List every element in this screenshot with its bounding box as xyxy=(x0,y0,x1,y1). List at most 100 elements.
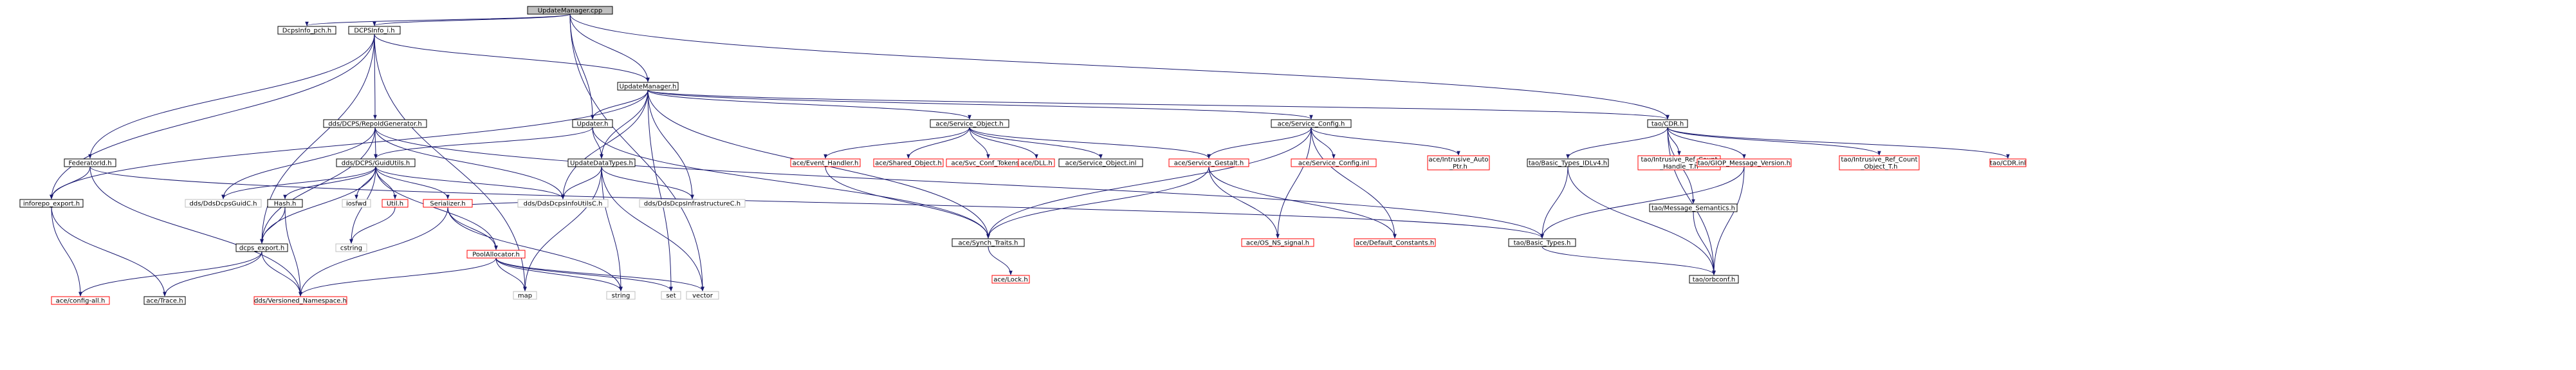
node-map[interactable]: map xyxy=(513,291,537,300)
edge-util-to-cstring xyxy=(349,207,396,244)
node-ddsinfoutils[interactable]: dds/DdsDcpsInfoUtilsC.h xyxy=(517,199,609,208)
node-box xyxy=(991,275,1030,284)
edge-basic_idl-to-basic_types xyxy=(1540,166,1569,239)
node-label: inforepo_export.h xyxy=(23,201,80,208)
node-box xyxy=(323,119,427,128)
edge-svc_obj-to-gestalt xyxy=(969,127,1211,159)
node-box xyxy=(277,26,336,35)
node-shobj[interactable]: ace/Shared_Object.h xyxy=(873,158,944,167)
node-box xyxy=(517,199,609,208)
node-svccfginl[interactable]: ace/Service_Config.inl xyxy=(1291,158,1377,167)
node-inforepo_export[interactable]: inforepo_export.h xyxy=(19,199,84,208)
node-intrauto[interactable]: ace/Intrusive_Auto_Ptr.h xyxy=(1427,155,1490,171)
node-box xyxy=(639,199,746,208)
node-osns[interactable]: ace/OS_NS_signal.h xyxy=(1241,238,1314,247)
node-box xyxy=(1697,158,1792,167)
node-cstring[interactable]: cstring xyxy=(335,243,367,252)
node-msgsem[interactable]: tao/Message_Semantics.h xyxy=(1649,203,1738,212)
node-label: ace/config-all.h xyxy=(56,298,106,305)
node-ddsguidc[interactable]: dds/DdsDcpsGuidC.h xyxy=(185,199,262,208)
edge-tao_cdr-to-intrrefo xyxy=(1667,127,1881,156)
node-label: vector xyxy=(692,293,713,300)
node-label: dds/DdsDcpsInfrastructureC.h xyxy=(644,201,741,208)
node-box xyxy=(267,199,303,208)
node-updatemanager_h[interactable]: UpdateManager.h xyxy=(617,82,679,91)
node-poolalloc[interactable]: PoolAllocator.h xyxy=(466,250,526,259)
node-cdrinl[interactable]: tao/CDR.inl xyxy=(1989,158,2027,167)
node-util[interactable]: Util.h xyxy=(382,199,409,208)
edge-updatemanager_h-to-set xyxy=(647,89,673,291)
node-label: Serializer.h xyxy=(430,201,465,208)
node-guidutils[interactable]: dds/DCPS/GuidUtils.h xyxy=(336,158,416,167)
node-svc_obj[interactable]: ace/Service_Object.h xyxy=(930,119,1009,128)
node-root[interactable]: UpdateManager.cpp xyxy=(527,6,613,15)
node-label: string xyxy=(612,293,630,300)
edge-root-to-tao_cdr xyxy=(569,14,1670,120)
node-label: ace/Service_Object.h xyxy=(935,121,1003,128)
node-box xyxy=(423,199,473,208)
node-box xyxy=(1649,203,1738,212)
edge-updatemanager_h-to-tao_cdr xyxy=(647,89,1670,120)
node-box xyxy=(572,119,613,128)
edge-evh-to-synch xyxy=(825,166,990,239)
edge-updater-to-guidutils xyxy=(374,127,593,159)
node-box xyxy=(617,82,679,91)
node-dcpsinfo_pch[interactable]: DcpsInfo_pch.h xyxy=(277,26,336,35)
node-box xyxy=(466,250,526,259)
node-dcps_export[interactable]: dcps_export.h xyxy=(235,243,288,252)
node-defconst[interactable]: ace/Default_Constants.h xyxy=(1354,238,1436,247)
node-gestalt[interactable]: ace/Service_Gestalt.h xyxy=(1168,158,1249,167)
node-box xyxy=(1427,155,1490,171)
node-basic_idl[interactable]: tao/Basic_Types_IDLv4.h xyxy=(1527,158,1609,167)
node-vector[interactable]: vector xyxy=(686,291,719,300)
node-evh[interactable]: ace/Event_Handler.h xyxy=(790,158,861,167)
node-dll[interactable]: ace/DLL.h xyxy=(1018,158,1055,167)
edge-dcpsinfo_i-to-map xyxy=(374,33,527,291)
node-federatorid[interactable]: FederatorId.h xyxy=(64,158,116,167)
node-box xyxy=(567,158,636,167)
node-updater[interactable]: Updater.h xyxy=(572,119,613,128)
node-svcconftok[interactable]: ace/Svc_Conf_Tokens.h xyxy=(946,158,1031,167)
node-lock[interactable]: ace/Lock.h xyxy=(991,275,1030,284)
node-label: ace/Svc_Conf_Tokens.h xyxy=(951,160,1025,167)
node-svcobjinl[interactable]: ace/Service_Object.inl xyxy=(1058,158,1143,167)
node-rgen[interactable]: dds/DCPS/RepoIdGenerator.h xyxy=(323,119,427,128)
node-label: DcpsInfo_pch.h xyxy=(282,28,331,35)
node-giop[interactable]: tao/GIOP_Message_Version.h xyxy=(1697,158,1792,167)
node-synch[interactable]: ace/Synch_Traits.h xyxy=(952,238,1025,247)
node-box xyxy=(1508,238,1576,247)
edge-updater-to-updatedatatypes xyxy=(592,127,603,159)
node-dcpsinfo_i[interactable]: DCPSInfo_i.h xyxy=(348,26,401,35)
node-serializer[interactable]: Serializer.h xyxy=(423,199,473,208)
node-ddsinfracore[interactable]: dds/DdsDcpsInfrastructureC.h xyxy=(639,199,746,208)
edge-hash-to-dcps_export xyxy=(260,207,286,244)
node-label: dds/DdsDcpsInfoUtilsC.h xyxy=(524,201,603,208)
node-box xyxy=(1647,119,1688,128)
node-label: iosfwd xyxy=(346,201,367,208)
node-trace[interactable]: ace/Trace.h xyxy=(143,296,186,305)
node-box xyxy=(1689,275,1739,284)
node-vns[interactable]: dds/Versioned_Namespace.h xyxy=(253,296,347,305)
node-intrrefo[interactable]: tao/Intrusive_Ref_Count_Object_T.h xyxy=(1839,155,1920,171)
node-updatedatatypes[interactable]: UpdateDataTypes.h xyxy=(567,158,636,167)
node-string[interactable]: string xyxy=(606,291,636,300)
node-orbconf[interactable]: tao/orbconf.h xyxy=(1689,275,1739,284)
edge-basic_types-to-orbconf xyxy=(1541,246,1716,275)
node-box xyxy=(143,296,186,305)
edge-giop-to-basic_types xyxy=(1540,166,1745,239)
node-iosfwd[interactable]: iosfwd xyxy=(342,199,371,208)
node-hash[interactable]: Hash.h xyxy=(267,199,303,208)
edge-guidutils-to-serializer xyxy=(375,166,450,199)
edge-root-to-updater xyxy=(569,14,594,120)
node-tao_cdr[interactable]: tao/CDR.h xyxy=(1647,119,1688,128)
node-basic_types[interactable]: tao/Basic_Types.h xyxy=(1508,238,1576,247)
edge-rgen-to-guidutils xyxy=(374,127,378,159)
node-configall[interactable]: ace/config-all.h xyxy=(51,296,110,305)
edge-federatorid-to-vns xyxy=(89,166,302,297)
node-svc_cfg[interactable]: ace/Service_Config.h xyxy=(1271,119,1352,128)
edge-svc_obj-to-dll xyxy=(969,127,1038,159)
edge-poolalloc-to-vns xyxy=(299,257,497,297)
edge-svc_cfg-to-osns xyxy=(1276,127,1312,239)
edge-root-to-vector xyxy=(569,14,704,291)
node-set[interactable]: set xyxy=(661,291,681,300)
